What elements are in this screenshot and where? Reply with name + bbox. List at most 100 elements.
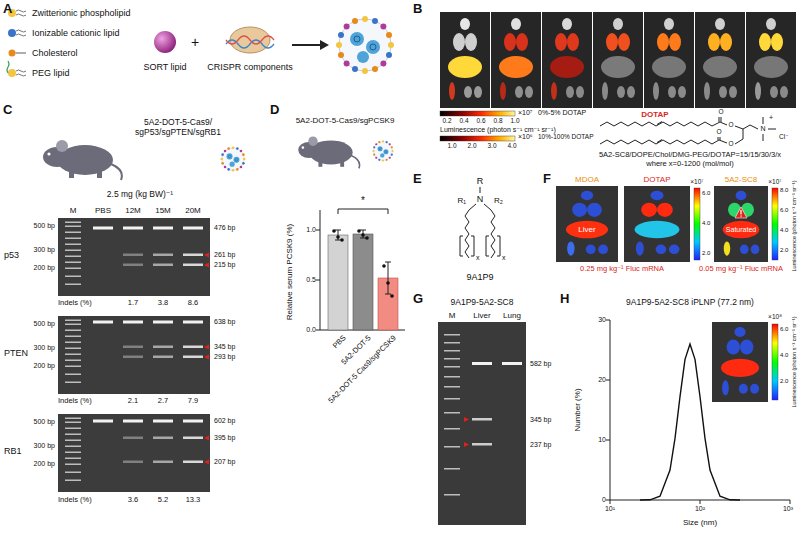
axis-title: Size (nm): [683, 518, 717, 527]
figure-part: [372, 140, 393, 161]
figure-part: [292, 44, 320, 46]
figure-part: [385, 262, 391, 294]
significance-mark: *: [361, 195, 365, 207]
figure-part: [593, 12, 643, 108]
figure-part: [390, 294, 394, 298]
axis-title: Number (%): [573, 388, 582, 431]
treatment-label: 5A2-DOT-5-Cas9/ sgP53/sgPTEN/sgRB1: [134, 118, 223, 138]
figure-part: [486, 236, 500, 256]
figure-part: [93, 227, 209, 268]
figure-part: [93, 420, 113, 423]
figure-part: [438, 322, 526, 525]
figure-part: [600, 122, 720, 126]
tick-label: 10: [598, 436, 606, 444]
figure-part: [600, 140, 719, 144]
tick-label: 0.5: [306, 276, 316, 284]
axis-title: Relative serum PCSK9 (%): [285, 224, 294, 320]
figure-part: [220, 146, 245, 171]
size-marker: 500 bp: [34, 320, 55, 328]
figure-part: [768, 129, 776, 130]
scale-factor: ×10⁷: [690, 178, 703, 185]
figure-part: [93, 420, 209, 465]
figure-part: [743, 125, 758, 129]
figure-part: [721, 117, 722, 122]
figure-part: [438, 322, 526, 525]
component-label: SORT lipid: [143, 62, 186, 72]
figure-part: [123, 264, 143, 267]
figure-part: [204, 460, 209, 465]
figure-part: [8, 69, 16, 77]
figure-part: [353, 234, 373, 330]
band-size: 293 bp: [214, 353, 235, 361]
figure-part: [491, 210, 495, 258]
figure-part: [16, 30, 26, 36]
band-size: 476 bp: [214, 224, 235, 232]
figure-part: [360, 230, 366, 238]
tick-label: 1.0: [510, 117, 519, 124]
figure-part: [465, 210, 469, 258]
figure-part: [718, 137, 719, 140]
panel-letter: B: [413, 2, 422, 17]
band-size: 395 bp: [214, 434, 235, 442]
figure-part: [719, 117, 720, 122]
size-marker: 200 bp: [34, 460, 55, 468]
panel-h-art: [606, 320, 790, 504]
tick-label: 30: [598, 316, 606, 324]
figure-part: [335, 230, 341, 240]
figure-part: [320, 210, 321, 330]
dose-label: 2.5 mg (kg BW)⁻¹: [107, 190, 173, 200]
size-marker: 200 bp: [34, 264, 55, 272]
figure-part: [123, 461, 143, 464]
atom-label: O: [716, 128, 721, 135]
tick-label: 10²: [695, 505, 705, 513]
figure-part: [154, 31, 176, 53]
tick-label: 2.0: [467, 142, 476, 149]
figure-part: [153, 461, 173, 464]
figure-part: [610, 500, 611, 504]
figure-part: [469, 204, 476, 210]
figure-part: [123, 227, 143, 230]
figure-part: [484, 204, 491, 210]
lane-label: Lung: [503, 311, 521, 320]
band-size: 345 bp: [214, 343, 235, 351]
gene-label: PTEN: [4, 348, 28, 358]
figure-part: [694, 188, 700, 260]
dose-label: 0.25 mg kg⁻¹ Fluc mRNA: [580, 265, 664, 274]
figure-part: [440, 12, 490, 108]
scale-factor: ×10⁷: [518, 109, 532, 117]
tick-label: 4.0: [780, 227, 788, 234]
tick-label: 4.0: [507, 142, 516, 149]
figure-part: [93, 321, 209, 360]
chart-title: 9A1P9-5A2-SC8 iPLNP (77.2 nm): [626, 298, 754, 308]
size-marker: 200 bp: [34, 362, 55, 370]
tick-label: 1.0: [306, 226, 316, 234]
atom-label: O: [718, 108, 723, 115]
tick-label: 1.0: [447, 142, 456, 149]
lipid-label: DOTAP: [644, 175, 671, 184]
figure-part: [740, 210, 741, 215]
indel-value: 3.6: [128, 496, 138, 505]
figure-part: [357, 229, 361, 233]
figure-part: [382, 264, 386, 268]
figure-part: [624, 186, 690, 262]
repeat-index: x: [476, 254, 480, 262]
size-marker: 300 bp: [34, 246, 55, 254]
treatment-label: 5A2-DOT-5-Cas9/sgPCSK9: [296, 116, 395, 125]
colorbar-title: Luminescence (photon s⁻¹ cm⁻¹ sr⁻¹): [440, 126, 556, 134]
lane-label: PBS: [95, 206, 111, 215]
figure-part: [606, 380, 610, 381]
figure-part: [444, 376, 460, 378]
figure-part: [93, 321, 113, 324]
figure-part: [320, 40, 329, 50]
figure-part: [336, 235, 340, 239]
figure-part: [16, 10, 26, 16]
size-marker: 300 bp: [34, 344, 55, 352]
figure-part: [772, 188, 778, 260]
figure-part: [720, 122, 727, 125]
figure-part: [316, 230, 320, 231]
scale-factor: ×10⁷: [768, 178, 781, 185]
figure-part: [204, 263, 209, 268]
figure-part: [338, 209, 388, 214]
